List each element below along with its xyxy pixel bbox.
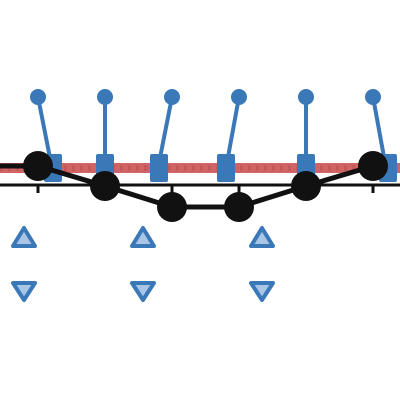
pivot-knob[interactable]: [30, 89, 46, 105]
pendulum-bob[interactable]: [150, 154, 168, 182]
up-controls: [11, 226, 275, 248]
pivot-knob[interactable]: [97, 89, 113, 105]
triangle-up-icon[interactable]: [249, 226, 275, 248]
down-arrow-3[interactable]: [249, 281, 275, 302]
chain-node[interactable]: [224, 192, 254, 222]
pivot-knob[interactable]: [298, 89, 314, 105]
pendulum-5[interactable]: [297, 89, 315, 182]
triangle-down-icon[interactable]: [249, 281, 275, 302]
triangle-up-icon[interactable]: [11, 226, 37, 248]
pendulum-bob[interactable]: [217, 154, 235, 182]
down-arrow-2[interactable]: [130, 281, 156, 302]
up-arrow-2[interactable]: [130, 226, 156, 248]
pendulum-2[interactable]: [96, 89, 114, 182]
pivot-knob[interactable]: [164, 89, 180, 105]
chain-node[interactable]: [358, 151, 388, 181]
up-arrow-1[interactable]: [11, 226, 37, 248]
chain: [0, 151, 388, 222]
chain-node[interactable]: [157, 192, 187, 222]
triangle-down-icon[interactable]: [11, 281, 37, 302]
pivot-knob[interactable]: [231, 89, 247, 105]
chain-node[interactable]: [291, 171, 321, 201]
triangle-down-icon[interactable]: [130, 281, 156, 302]
chain-node[interactable]: [90, 171, 120, 201]
pivot-knob[interactable]: [365, 89, 381, 105]
down-arrow-1[interactable]: [11, 281, 37, 302]
chain-node[interactable]: [23, 151, 53, 181]
pendulum-3[interactable]: [150, 89, 180, 182]
up-arrow-3[interactable]: [249, 226, 275, 248]
pendulum-4[interactable]: [217, 89, 247, 182]
triangle-up-icon[interactable]: [130, 226, 156, 248]
down-controls: [11, 281, 275, 302]
